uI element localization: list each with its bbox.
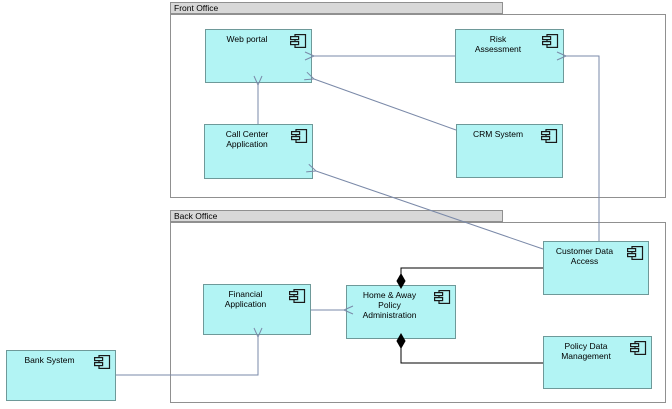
label-crm-system: CRM System: [472, 129, 524, 139]
group-label-back-office: Back Office: [174, 211, 218, 221]
application-component-icon: [291, 129, 308, 144]
label-bank-system: Bank System: [24, 355, 75, 365]
group-tab-back-office[interactable]: Back Office: [170, 210, 503, 222]
application-component-icon: [542, 34, 559, 49]
label-call-center-application: Call Center Application: [225, 129, 269, 149]
composition-home-away-to-policy-data-management[interactable]: [396, 332, 543, 364]
application-component-icon: [289, 289, 306, 304]
group-body-back-office[interactable]: [170, 222, 666, 403]
application-component-icon: [627, 246, 644, 261]
label-financial-application: Financial Application: [224, 289, 267, 309]
serving-bank-system-to-financial-application[interactable]: [116, 337, 258, 376]
component-web-portal[interactable]: Web portal: [205, 29, 312, 83]
group-tab-front-office[interactable]: Front Office: [170, 2, 503, 14]
group-label-front-office: Front Office: [174, 3, 219, 13]
label-policy-data-management: Policy Data Management: [561, 341, 611, 361]
application-component-icon: [290, 34, 307, 49]
label-customer-data-access: Customer Data Access: [555, 246, 614, 266]
application-component-icon: [630, 341, 647, 356]
label-risk-assessment: Risk Assessment: [474, 34, 522, 54]
component-risk-assessment[interactable]: Risk Assessment: [455, 29, 564, 83]
component-home-away-policy-administration[interactable]: Home & Away Policy Administration: [346, 285, 456, 339]
component-customer-data-access[interactable]: Customer Data Access: [543, 241, 649, 295]
component-crm-system[interactable]: CRM System: [456, 124, 563, 178]
component-policy-data-management[interactable]: Policy Data Management: [543, 336, 652, 389]
component-call-center-application[interactable]: Call Center Application: [204, 124, 313, 179]
label-web-portal: Web portal: [226, 34, 268, 44]
composition-home-away-to-customer-data-access[interactable]: [396, 267, 543, 290]
group-body-front-office[interactable]: [170, 14, 666, 198]
serving-customer-data-access-to-risk-assessment[interactable]: [566, 56, 600, 241]
application-component-icon: [434, 290, 451, 305]
application-component-icon: [94, 355, 111, 370]
component-financial-application[interactable]: Financial Application: [203, 284, 311, 335]
label-home-away-policy-administration: Home & Away Policy Administration: [362, 290, 417, 320]
serving-customer-data-access-to-call-center-application[interactable]: [316, 171, 544, 250]
application-component-icon: [541, 129, 558, 144]
component-bank-system[interactable]: Bank System: [6, 350, 116, 401]
serving-crm-system-to-web-portal[interactable]: [314, 79, 457, 131]
